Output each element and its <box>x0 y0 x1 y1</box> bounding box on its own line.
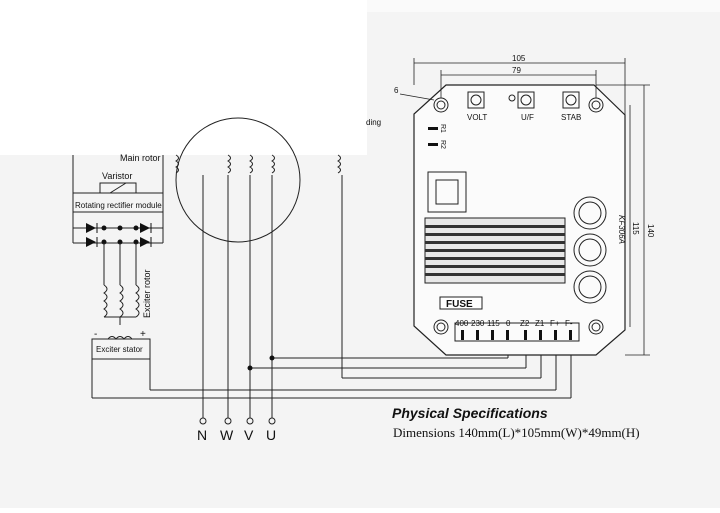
dim-115: 115 <box>631 222 640 235</box>
plus-label: + <box>140 329 146 340</box>
terminal-115: 115 <box>487 319 500 328</box>
rectifier-label: Rotating rectifier module <box>75 201 162 210</box>
dim-105: 105 <box>512 54 526 63</box>
model-label: KF306A <box>617 215 626 244</box>
phase-n-label: N <box>197 427 207 443</box>
pot-uf-label: U/F <box>521 113 534 122</box>
terminal-f-plus: F+ <box>550 319 560 328</box>
terminal-f-minus: F- <box>565 319 573 328</box>
exciter-stator-label: Exciter stator <box>96 345 143 354</box>
r1-label: R1 <box>439 124 446 133</box>
phase-v-label: V <box>244 427 254 443</box>
winding-partial-label: ding <box>366 118 381 127</box>
spec-title: Physical Specifications <box>392 405 548 421</box>
terminal-0: 0 <box>506 319 511 328</box>
pot-volt-label: VOLT <box>467 113 487 122</box>
terminal-230: 230 <box>471 319 485 328</box>
varistor-label: Varistor <box>102 171 132 181</box>
heat-sink <box>424 217 566 284</box>
r2-label: R2 <box>439 140 446 149</box>
phase-u-label: U <box>266 427 276 443</box>
exciter-rotor-label: Exciter rotor <box>142 269 152 318</box>
terminal-z2: Z2 <box>520 319 530 328</box>
dim-79: 79 <box>512 66 521 75</box>
dim-6: 6 <box>394 86 399 95</box>
minus-label: - <box>94 329 97 340</box>
pot-stab-label: STAB <box>561 113 581 122</box>
diodes <box>86 223 152 247</box>
terminal-400: 400 <box>455 319 469 328</box>
terminal-z1: Z1 <box>535 319 545 328</box>
phase-w-label: W <box>220 427 234 443</box>
spec-dimensions: Dimensions 140mm(L)*105mm(W)*49mm(H) <box>393 425 640 440</box>
main-rotor-label: Main rotor <box>120 153 161 163</box>
fuse-label: FUSE <box>446 299 473 310</box>
dim-140: 140 <box>646 224 655 238</box>
